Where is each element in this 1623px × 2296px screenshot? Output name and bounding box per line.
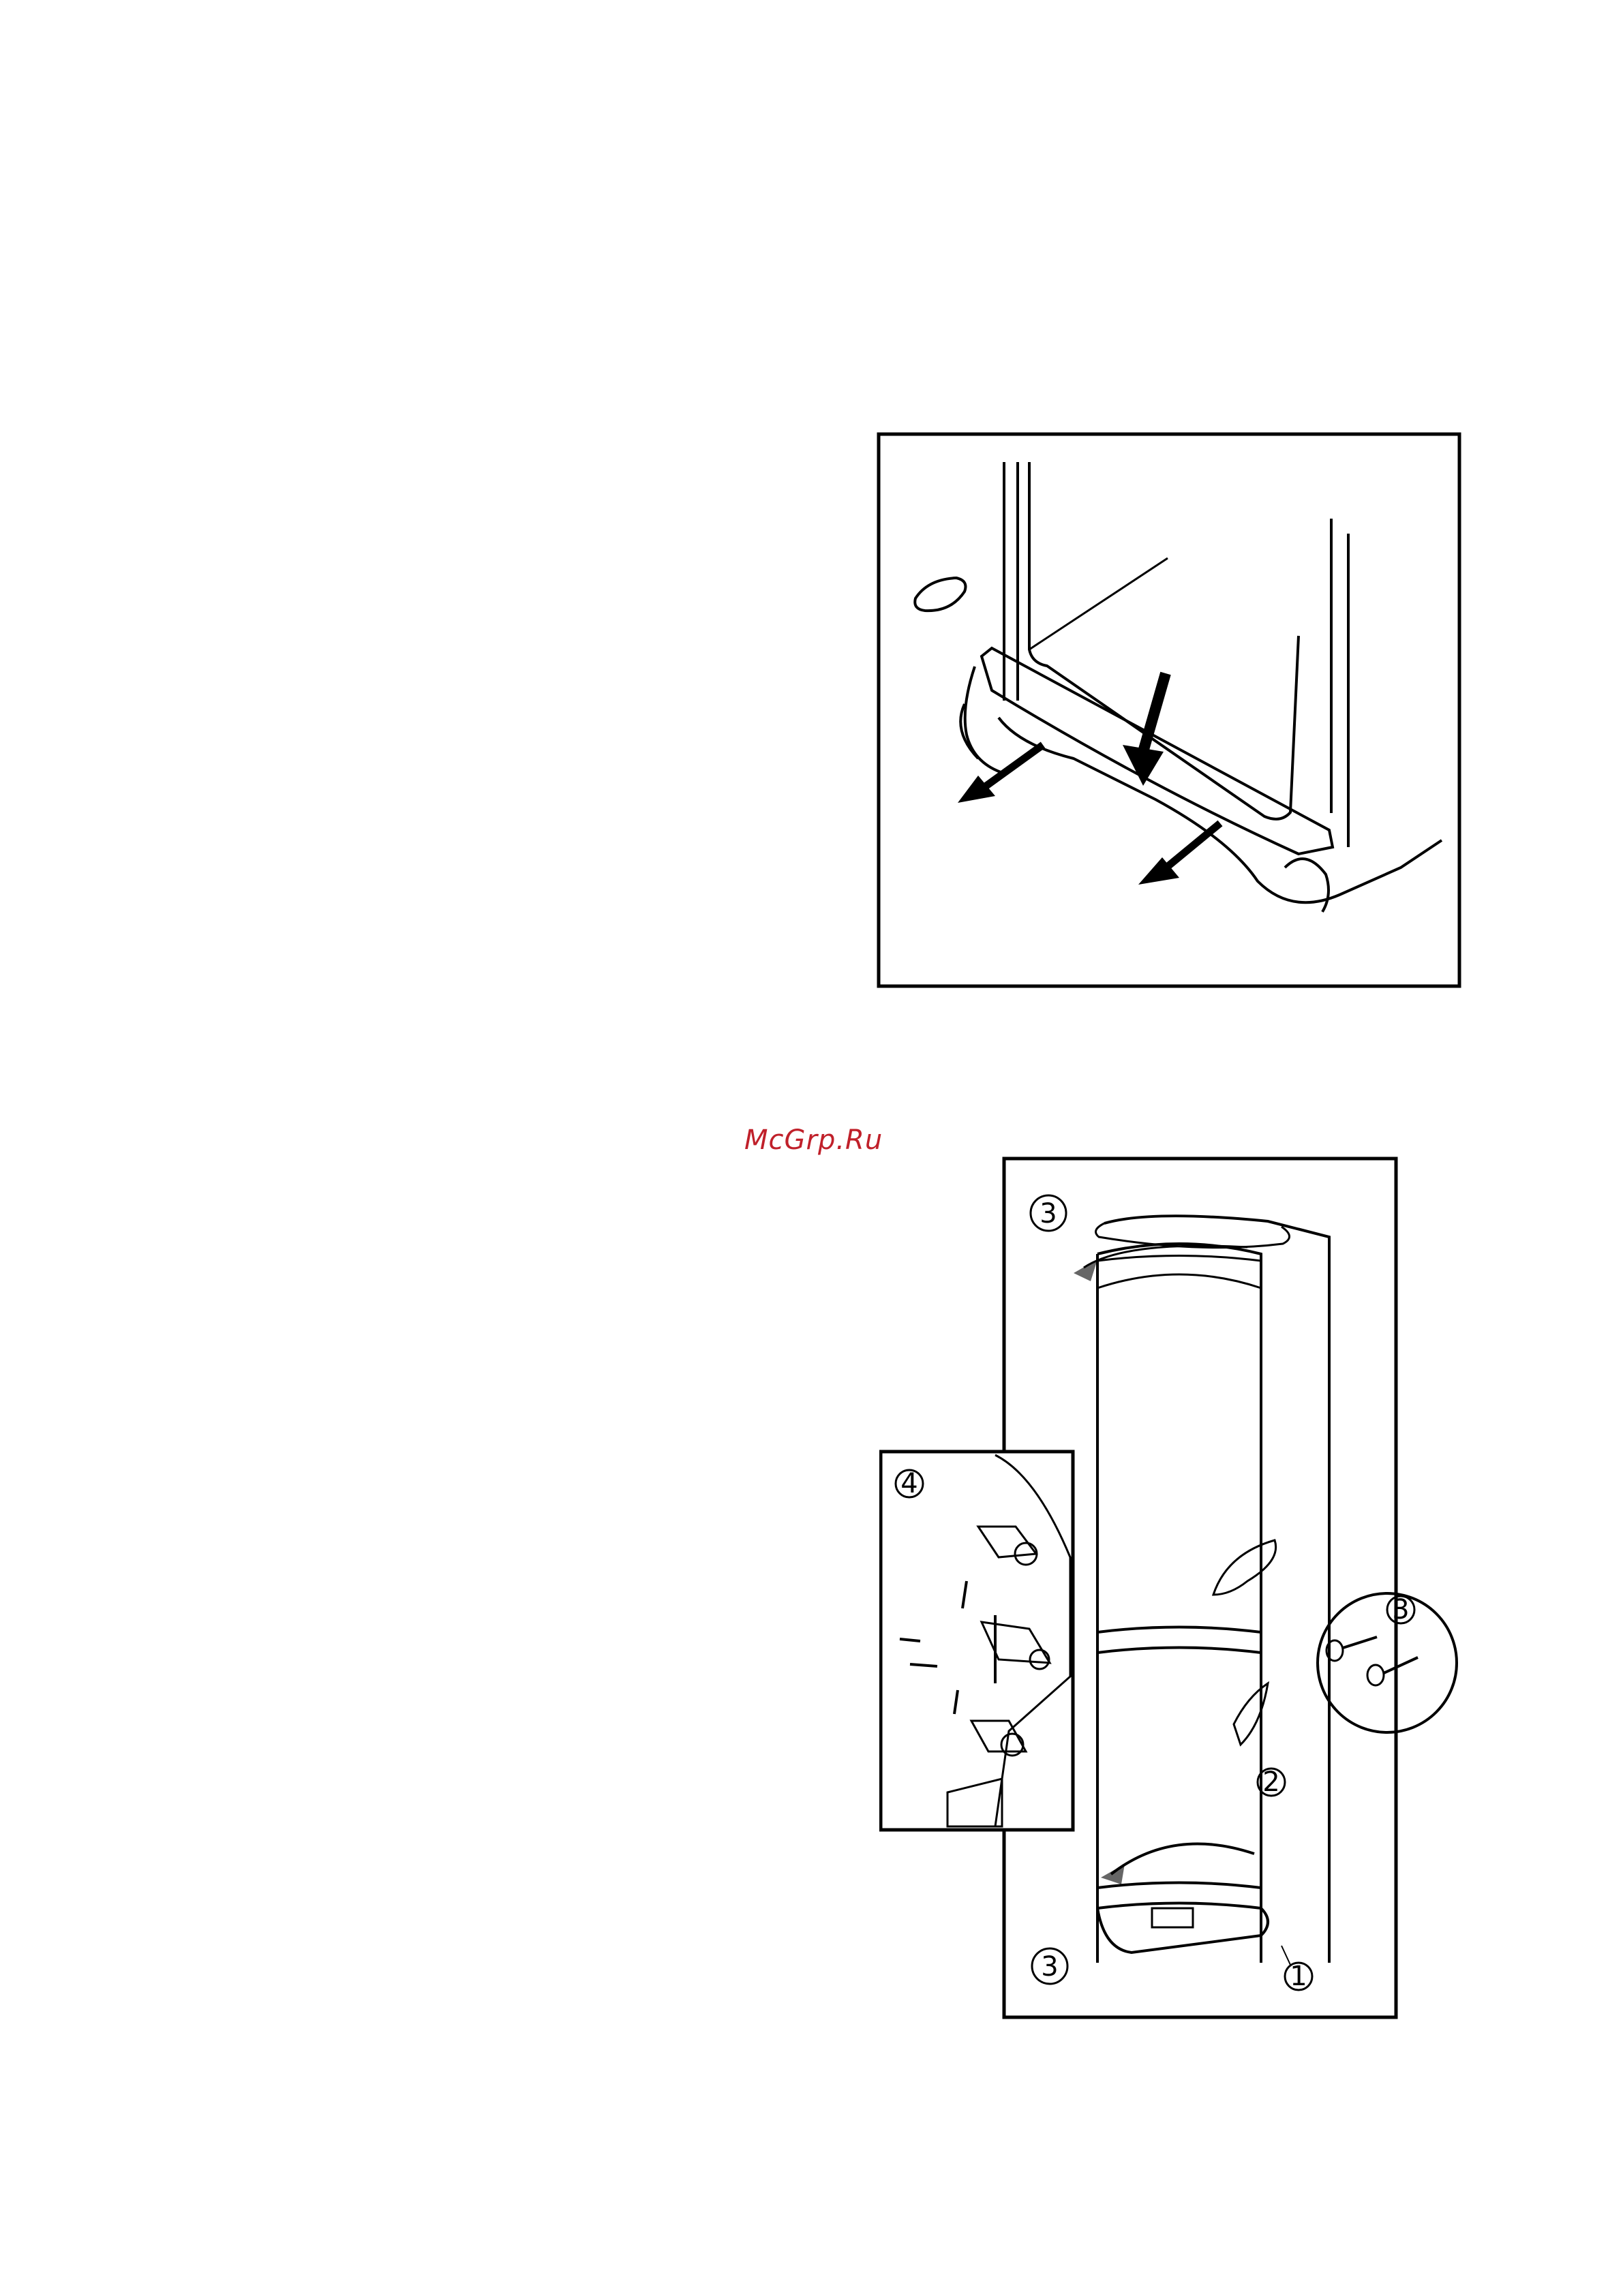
door-reversal-figure: 3 3 3 2 1 4 bbox=[879, 1145, 1472, 2031]
callout-door-number: 2 bbox=[1262, 1766, 1279, 1798]
watermark-text: McGrp.Ru bbox=[744, 1124, 883, 1156]
callout-base-number: 1 bbox=[1290, 1961, 1307, 1992]
callout-right-number: 3 bbox=[1392, 1594, 1409, 1625]
callout-hinge-number: 4 bbox=[900, 1468, 917, 1499]
door-reversal-illustration: 3 3 3 2 1 4 bbox=[879, 1145, 1472, 2031]
base-cover-illustration bbox=[876, 431, 1462, 989]
base-cover-removal-figure bbox=[876, 431, 1462, 989]
callout-top-left-number: 3 bbox=[1040, 1198, 1057, 1229]
callout-bottom-left-number: 3 bbox=[1041, 1951, 1058, 1983]
